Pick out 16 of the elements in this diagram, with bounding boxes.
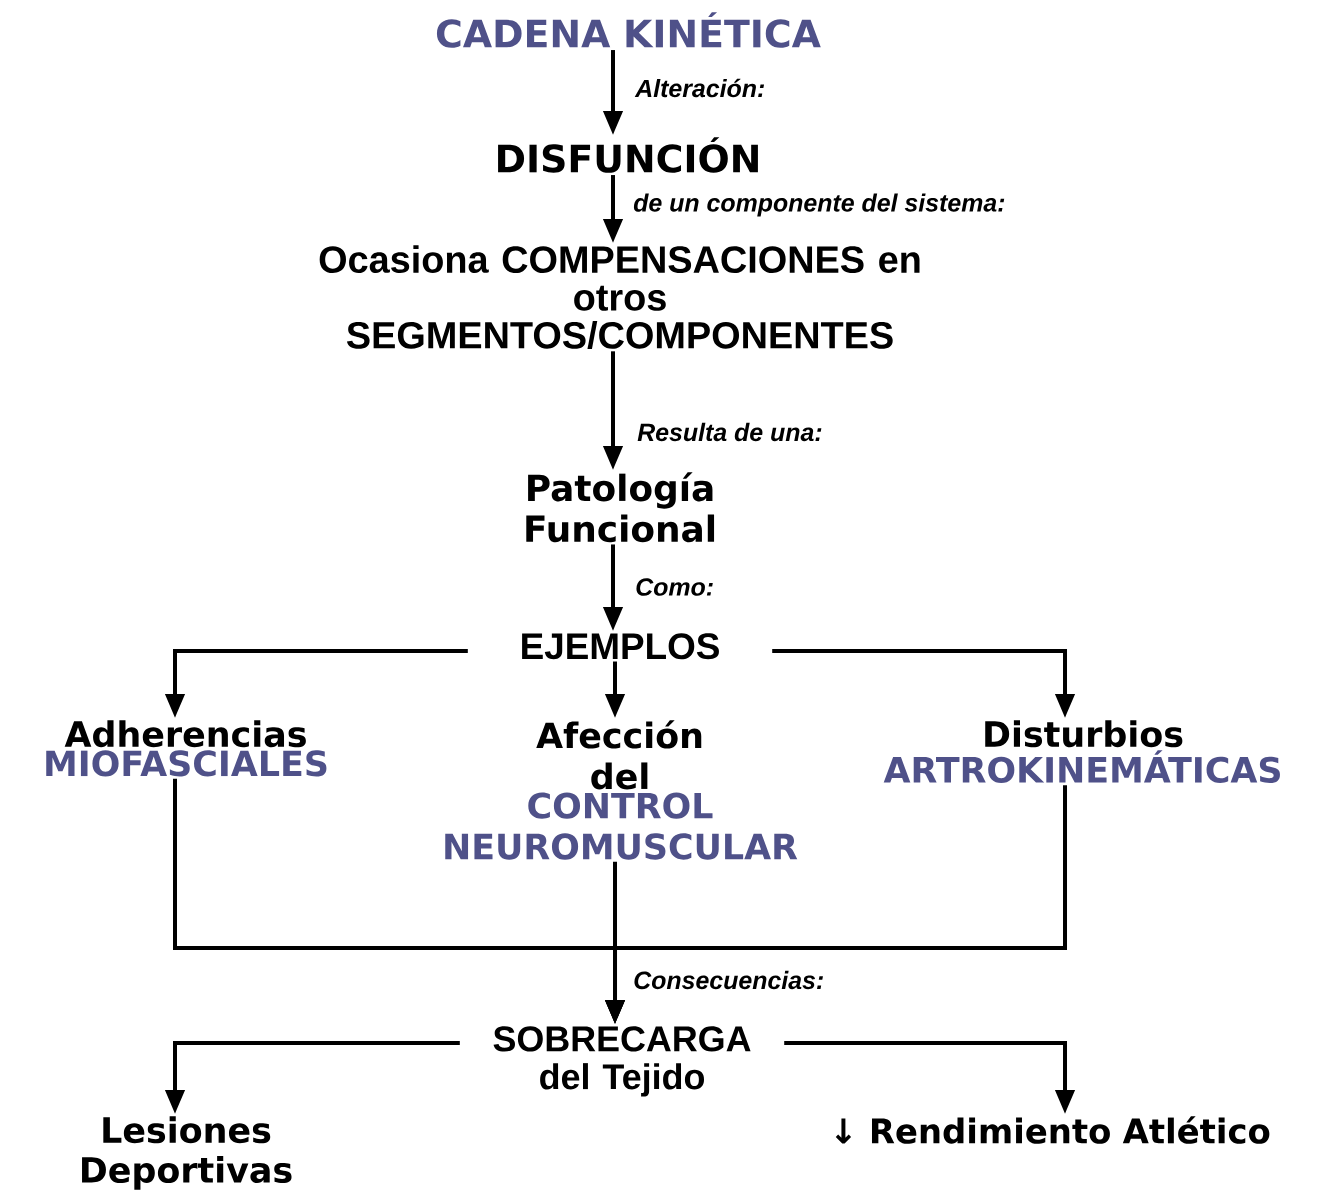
- node-text: Ocasiona COMPENSACIONES en otros SEGMENTOS/COMPONENTES: [319, 245, 920, 350]
- node-text: Disturbios ARTROKINEMÁTICAS: [883, 720, 1280, 784]
- node-text: Lesiones Deportivas: [82, 1116, 292, 1190]
- edge-label: Como:: [636, 578, 713, 596]
- node-text: Afección del CONTROL NEUROMUSCULAR: [445, 720, 798, 860]
- node-text: Patología Funcional: [526, 472, 715, 543]
- edge-label: de un componente del sistema:: [633, 193, 1005, 217]
- edge-label: Consecuencias:: [634, 970, 823, 990]
- node-text: SOBRECARGA del Tejido: [493, 1026, 751, 1097]
- node-text: EJEMPLOS: [522, 633, 719, 660]
- node-text: Adherencias MIOFASCIALES: [46, 720, 327, 777]
- edge-label: Alteración:: [634, 78, 765, 98]
- edge-label: Resulta de una:: [637, 422, 822, 442]
- node-text: ↓ Rendimiento Atlético: [835, 1116, 1270, 1144]
- node-text: CADENA KINÉTICA: [436, 12, 821, 48]
- node-text: DISFUNCIÓN: [498, 137, 758, 173]
